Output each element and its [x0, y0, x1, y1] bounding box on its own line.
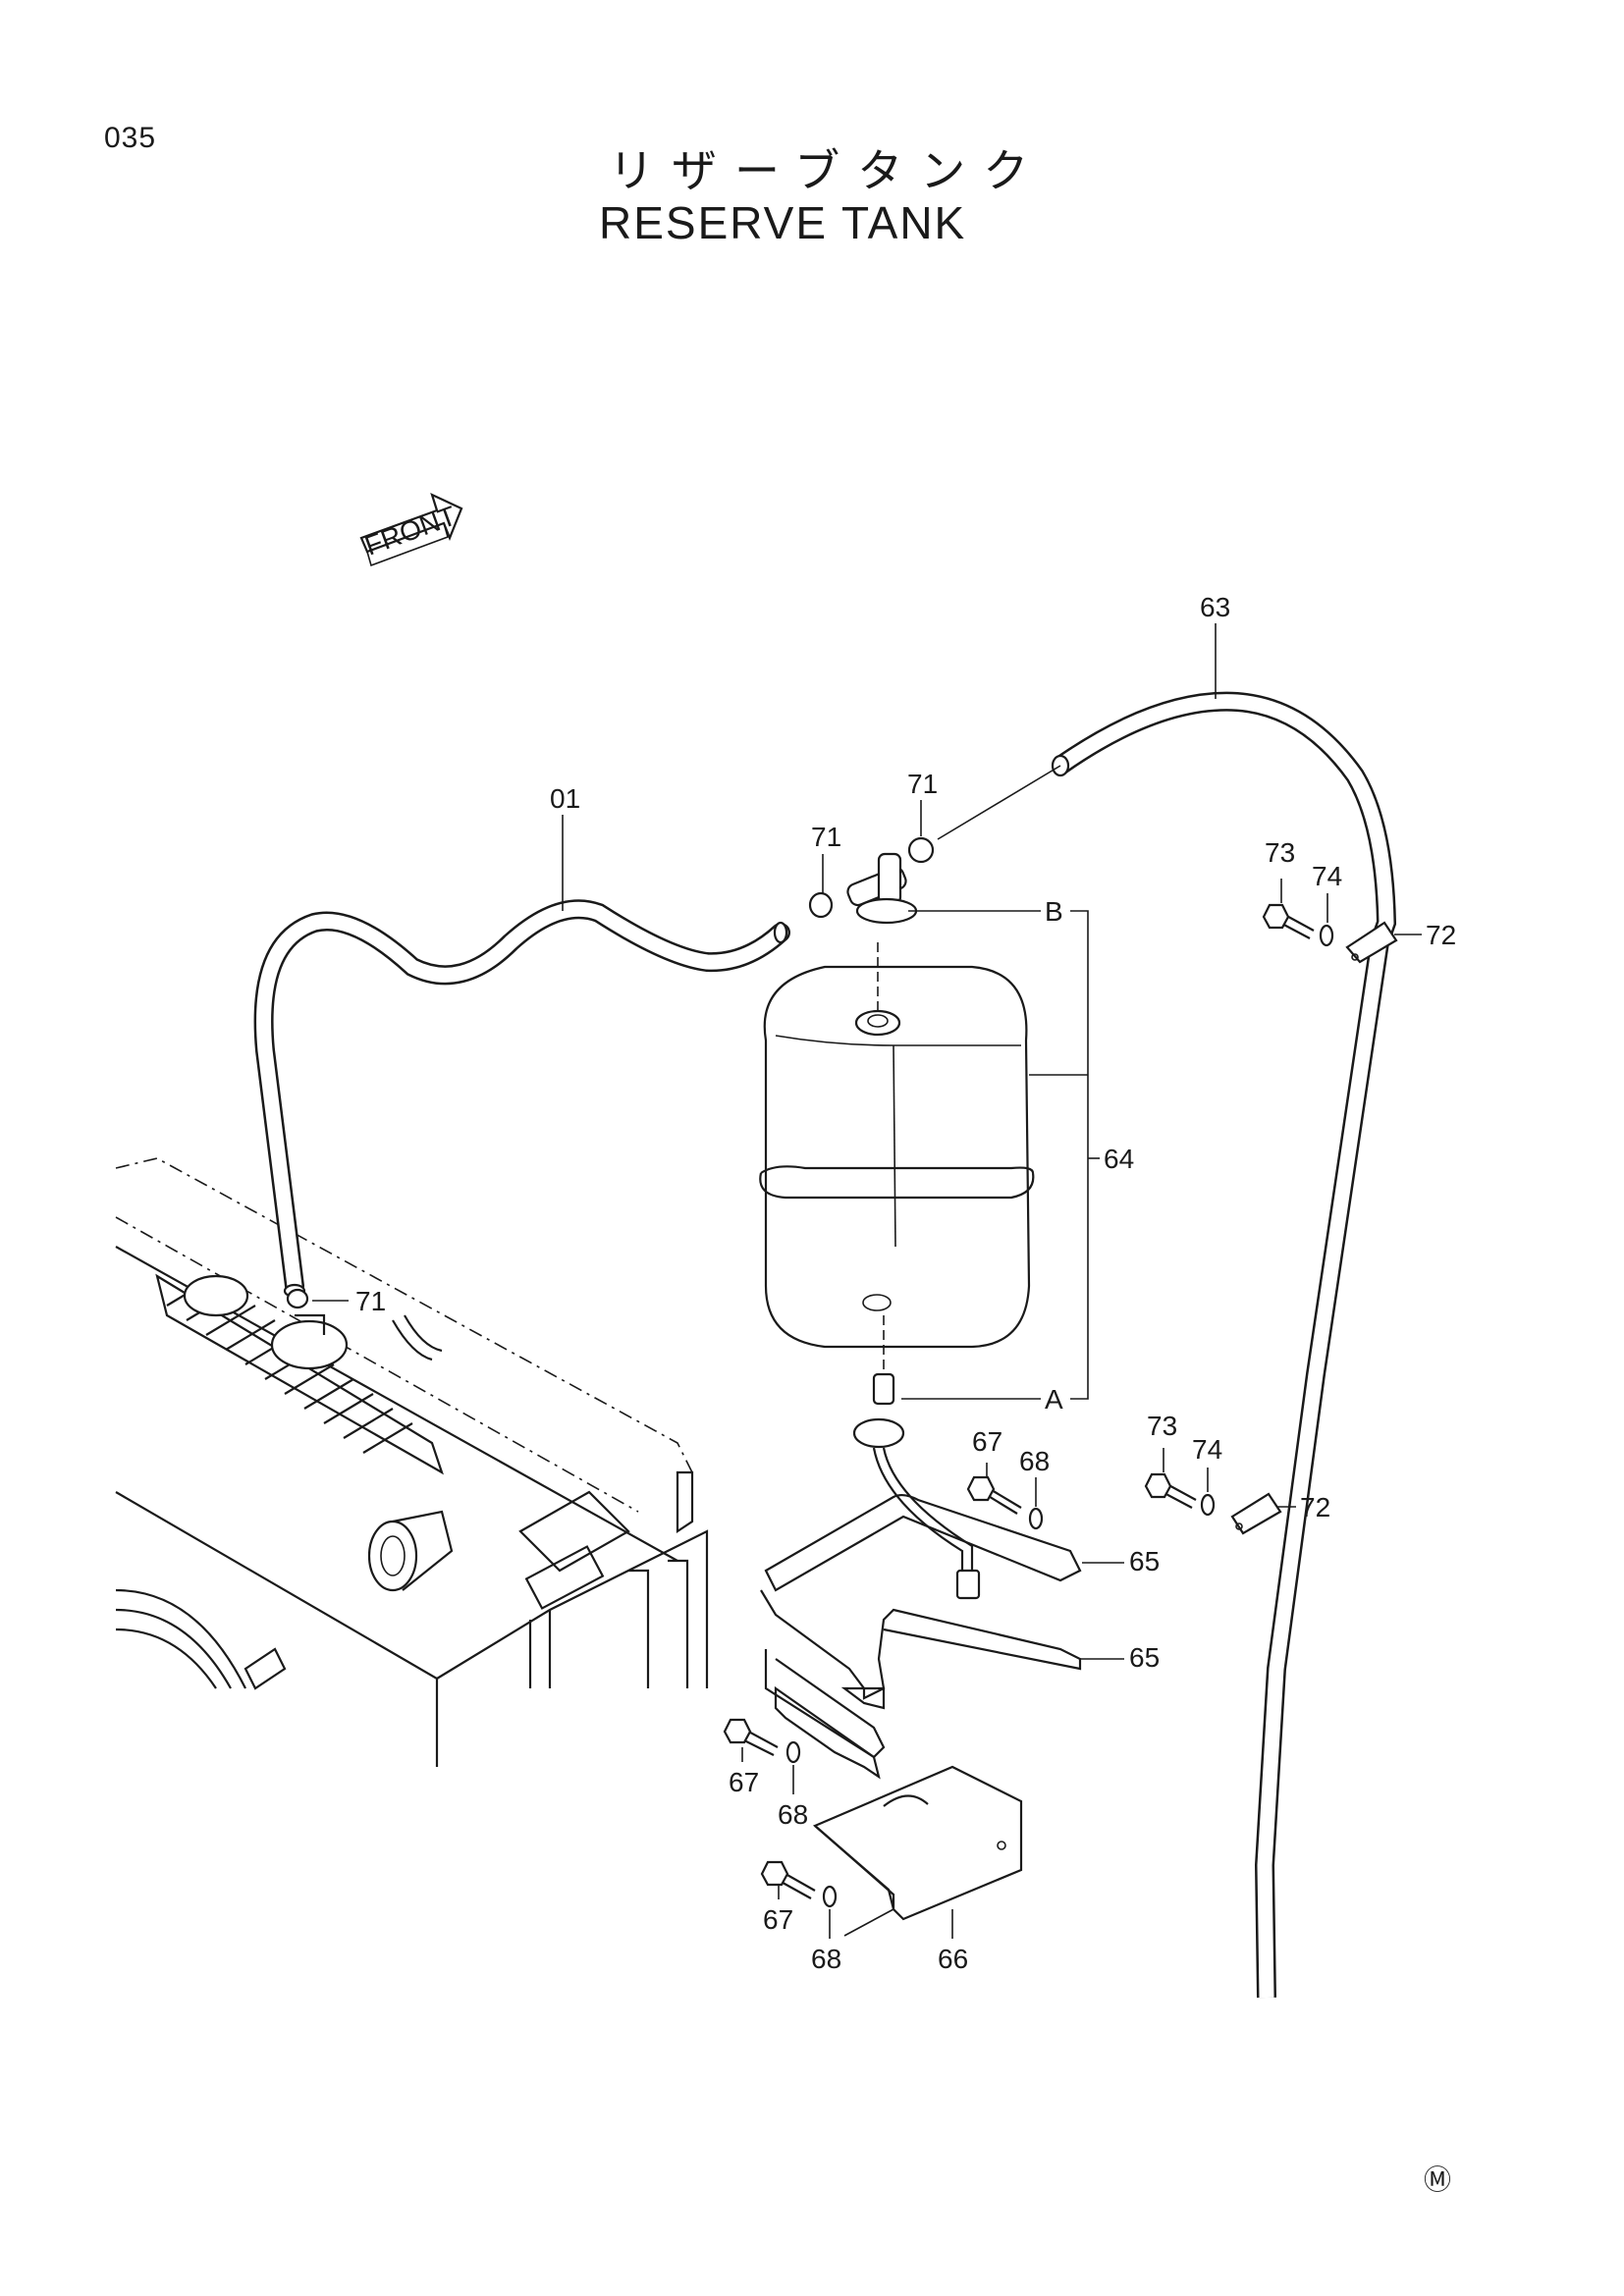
front-arrow-label: FRONT: [360, 501, 460, 561]
callout-67: 67: [729, 1767, 759, 1797]
callout-b: B: [1045, 896, 1063, 927]
reserve-tank-64: [759, 942, 1035, 1374]
bolt-67-icon: [966, 1475, 1022, 1515]
callout-67: 67: [763, 1904, 793, 1935]
washer-68b-icon: [785, 1740, 801, 1764]
callout-74: 74: [1312, 861, 1342, 891]
title-japanese: リザーブタンク: [609, 144, 1047, 197]
callout-71: 71: [355, 1286, 386, 1316]
callout-67: 67: [972, 1426, 1002, 1457]
callout-68: 68: [811, 1944, 841, 1974]
bolt-67b-icon: [723, 1718, 779, 1756]
callout-01: 01: [550, 783, 580, 814]
washer-68-icon: [1028, 1507, 1044, 1530]
callout-72: 72: [1426, 920, 1456, 950]
plate-66: [812, 1765, 1023, 1921]
title-english: RESERVE TANK: [599, 197, 967, 248]
leader-lines: [312, 623, 1422, 1939]
callout-a: A: [1045, 1384, 1063, 1415]
washer-74-icon: [1319, 924, 1334, 947]
callout-74: 74: [1192, 1434, 1222, 1465]
callout-73: 73: [1147, 1411, 1177, 1441]
callout-73: 73: [1265, 837, 1295, 868]
hose-63: [1051, 691, 1397, 1999]
callout-65: 65: [1129, 1642, 1160, 1673]
clamp-72b-icon: [1230, 1492, 1282, 1535]
bracket-65-lower: [760, 1589, 1082, 1780]
footer-mark: Ⓜ: [1424, 2164, 1451, 2195]
tee-fitting: [846, 852, 918, 925]
callout-63: 63: [1200, 592, 1230, 622]
washer-74b-icon: [1200, 1493, 1216, 1517]
callout-71: 71: [811, 822, 841, 852]
callout-65: 65: [1129, 1546, 1160, 1576]
callout-68: 68: [1019, 1446, 1050, 1476]
clamp-71-icon: [286, 836, 935, 1309]
callout-66: 66: [938, 1944, 968, 1974]
callout-72: 72: [1300, 1492, 1330, 1522]
bolt-67c-icon: [760, 1860, 816, 1899]
bolt-73b-icon: [1144, 1472, 1197, 1509]
front-arrow-icon: FRONT: [359, 492, 463, 567]
callout-64: 64: [1104, 1144, 1134, 1174]
radiator-assembly: [115, 1157, 709, 1767]
bolt-73-icon: [1262, 903, 1315, 939]
page-number: 035: [104, 122, 157, 154]
hose-01: [253, 899, 790, 1299]
washer-68c-icon: [822, 1885, 838, 1908]
callout-71: 71: [907, 769, 938, 799]
bracket-65-upper: [764, 1493, 1082, 1592]
drain-fitting: [852, 1372, 981, 1600]
clamp-72-icon: [1345, 921, 1398, 964]
callout-68: 68: [778, 1799, 808, 1830]
